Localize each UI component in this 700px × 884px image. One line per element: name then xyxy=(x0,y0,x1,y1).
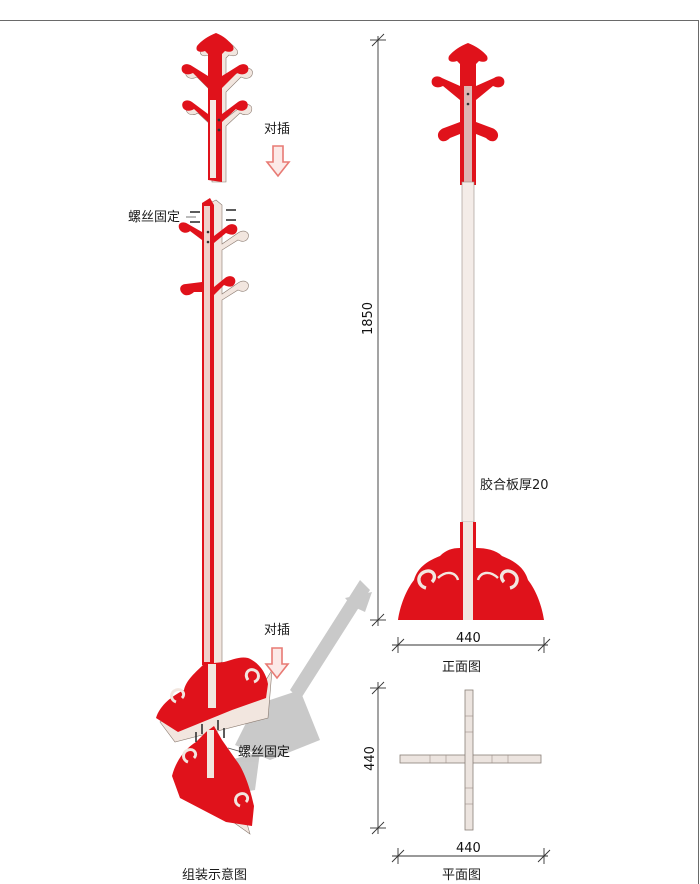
insert-label-top: 对插 xyxy=(264,122,291,137)
assembly-view xyxy=(156,33,372,835)
caption-assembly: 组装示意图 xyxy=(182,868,248,883)
front-width-dimension xyxy=(391,637,551,653)
front-head-slot xyxy=(464,86,472,185)
insert-arrow-bottom xyxy=(264,647,290,680)
plan-view xyxy=(370,681,551,864)
main-pole xyxy=(178,198,249,669)
plan-width-dimension xyxy=(391,848,551,864)
screw-label-top: 螺丝固定 xyxy=(128,210,181,225)
caption-plan-view: 平面图 xyxy=(442,868,482,883)
plan-height-value: 440 xyxy=(362,746,378,771)
height-dimension-value: 1850 xyxy=(361,301,377,336)
plan-vertical-board xyxy=(464,689,474,831)
screw-icon xyxy=(190,209,236,223)
height-dimension xyxy=(370,33,386,627)
plan-height-dimension xyxy=(370,681,386,835)
drawing-frame xyxy=(0,20,699,884)
front-view xyxy=(370,33,551,653)
screw-label-bottom: 螺丝固定 xyxy=(238,745,291,760)
material-label: 胶合板厚20 xyxy=(480,478,549,493)
front-width-value: 440 xyxy=(456,631,481,646)
front-base-slot xyxy=(463,522,473,620)
top-piece xyxy=(181,33,253,183)
insert-arrow-top xyxy=(265,145,291,178)
base-lower xyxy=(172,720,254,835)
caption-front-view: 正面图 xyxy=(442,660,482,675)
screw-icon xyxy=(195,720,225,742)
plan-width-value: 440 xyxy=(456,841,481,856)
insert-label-bottom: 对插 xyxy=(264,623,291,638)
front-pole xyxy=(461,181,475,523)
